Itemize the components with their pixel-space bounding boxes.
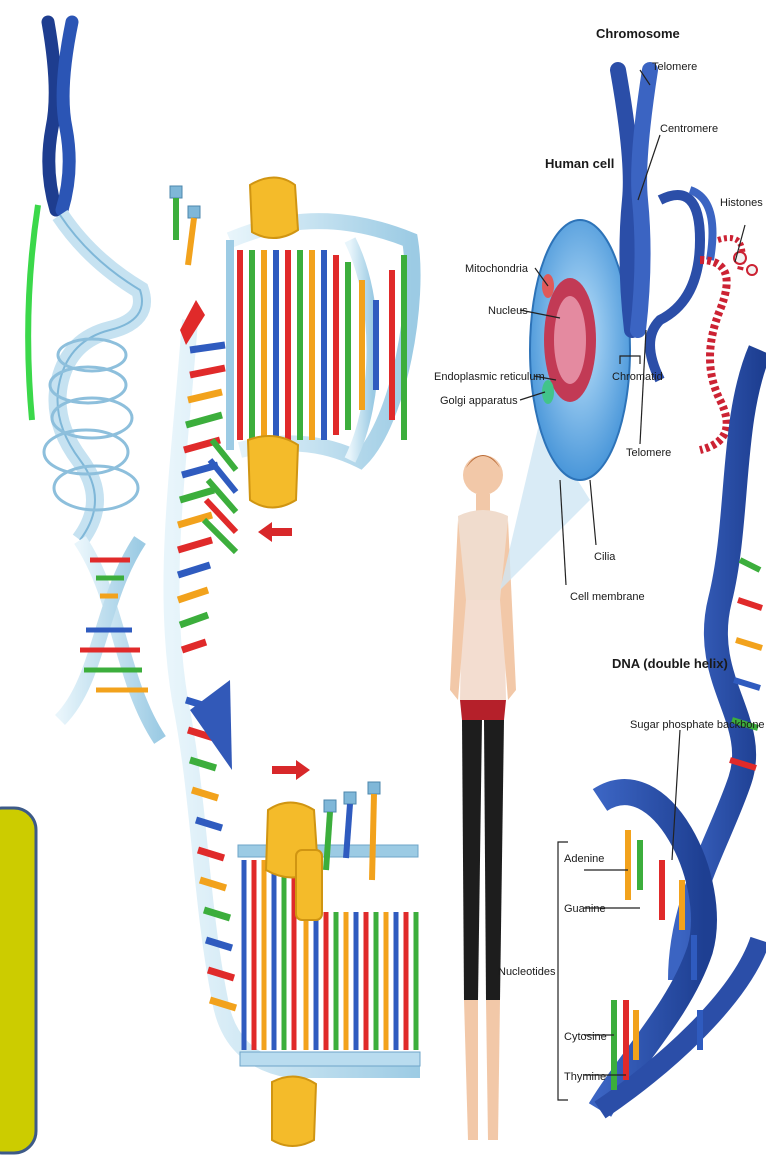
- label-telomere-bottom: Telomere: [626, 447, 671, 459]
- label-telomere-top: Telomere: [652, 61, 697, 73]
- callout-box: [0, 808, 36, 1153]
- label-thymine: Thymine: [564, 1071, 606, 1083]
- person-icon: [450, 455, 516, 1140]
- label-chromosome: Chromosome: [596, 26, 680, 41]
- label-nucleotides: Nucleotides: [498, 966, 556, 978]
- chromosome-x-icon: [48, 22, 72, 210]
- label-human-cell: Human cell: [545, 156, 614, 171]
- label-nucleus: Nucleus: [488, 305, 528, 317]
- label-sugar-phosphate-backbone: Sugar phosphate backbone: [630, 719, 765, 731]
- human-cell: [530, 220, 630, 480]
- green-edge: [28, 205, 38, 420]
- label-endoplasmic-reticulum: Endoplasmic reticulum: [434, 371, 545, 383]
- chromosome-large: [618, 70, 650, 330]
- free-nucleotides-lower: [324, 782, 380, 880]
- red-arrow-icon: [258, 522, 310, 780]
- okazaki-fragments: [204, 440, 236, 552]
- chromatin-coil: [44, 215, 142, 540]
- label-cilia: Cilia: [594, 551, 616, 563]
- label-centromere: Centromere: [660, 123, 718, 135]
- lower-daughter-duplex: [238, 845, 420, 1066]
- label-cytosine: Cytosine: [564, 1031, 607, 1043]
- label-chromatid: Chromatid: [612, 371, 663, 383]
- free-nucleotides-top: [170, 186, 205, 345]
- label-guanine: Guanine: [564, 903, 606, 915]
- label-mitochondria: Mitochondria: [465, 263, 529, 275]
- double-helix-lower-left: [60, 540, 160, 740]
- label-histones: Histones: [720, 197, 763, 209]
- label-dna-double-helix: DNA (double helix): [612, 656, 728, 671]
- label-cell-membrane: Cell membrane: [570, 591, 645, 603]
- upper-daughter-helix: [230, 221, 413, 460]
- label-adenine: Adenine: [564, 853, 604, 865]
- label-golgi-apparatus: Golgi apparatus: [440, 395, 518, 407]
